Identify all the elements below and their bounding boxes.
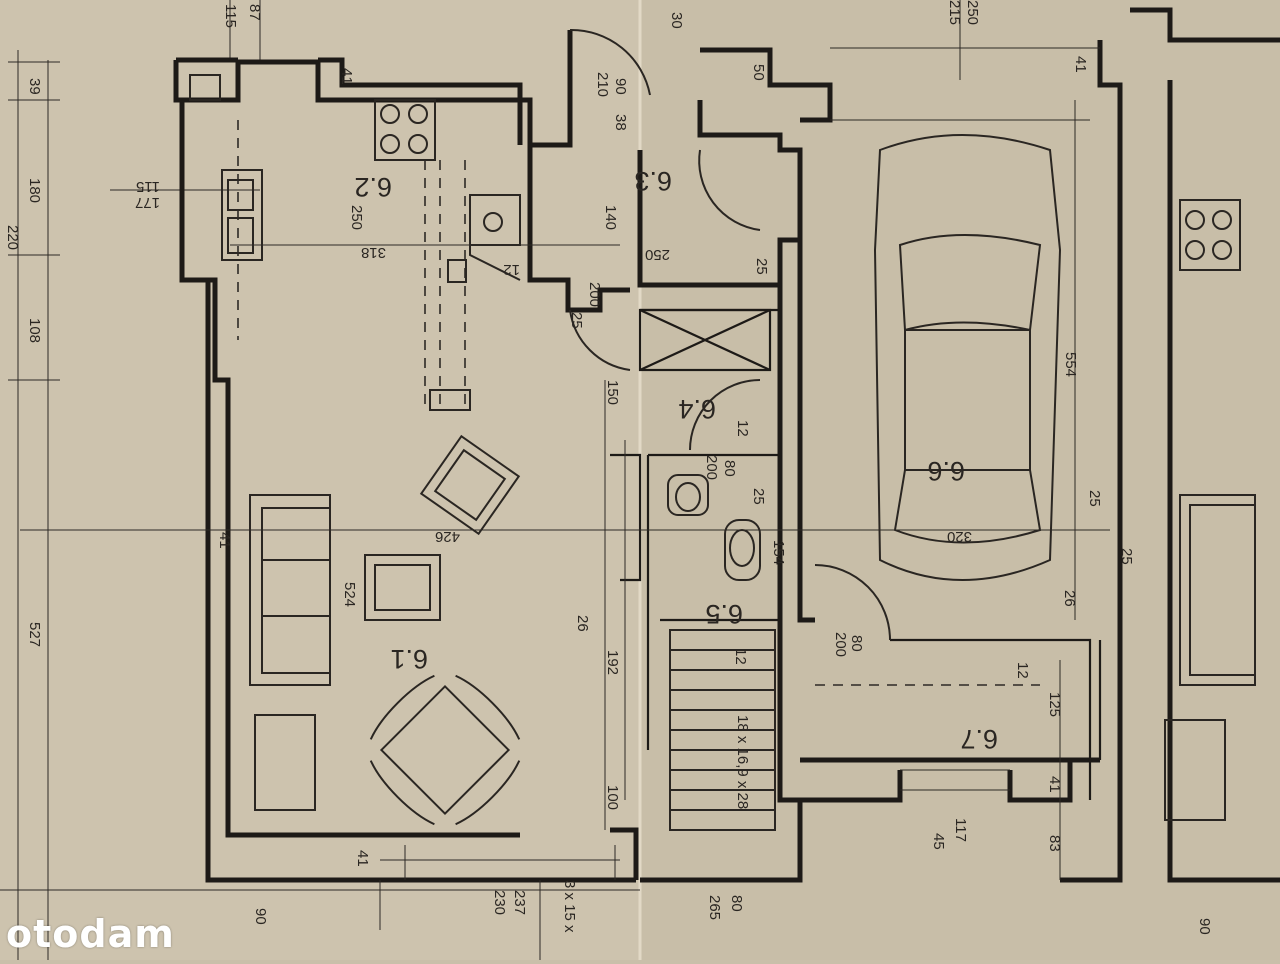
dim-115-kitchen: 115 [136,178,160,195]
dim-25-r1: 25 [1086,490,1103,507]
dim-318: 318 [361,244,386,261]
dim-192: 192 [604,650,621,675]
dim-25-b: 25 [753,258,770,275]
dim-554: 554 [1062,352,1079,377]
dim-26: 26 [574,615,591,632]
dim-125: 125 [1046,692,1063,717]
room-label-6-5: 6.5 [705,599,743,629]
dim-108: 108 [26,318,43,343]
dimension-labels: 87 115 39 180 108 527 220 41 41 115 177 … [4,0,1213,935]
dim-83: 83 [1046,835,1063,852]
dim-stairs: 18 x 16,9 x 28 [734,715,751,809]
dim-154: 154 [770,540,787,565]
dim-26-r: 26 [1061,590,1078,607]
dim-80-bottom: 80 [728,895,745,912]
dim-25-door: 25 [568,312,585,329]
dim-210: 210 [594,72,611,97]
dim-200: 200 [586,282,603,307]
otodam-watermark-logo: otodam [6,912,175,956]
dim-177: 177 [135,194,160,211]
door-swings [569,28,891,641]
dim-25-wc: 25 [750,488,767,505]
dim-41-right: 41 [1072,56,1089,73]
dim-50: 50 [750,64,767,81]
living-furniture [249,434,521,826]
dim-30: 30 [668,12,685,29]
dim-38: 38 [612,114,629,131]
dim-215: 215 [946,0,963,25]
dim-39: 39 [26,78,43,95]
dim-117: 117 [952,818,969,842]
dim-90-left: 90 [252,908,269,925]
dim-180: 180 [26,178,43,203]
dim-426: 426 [435,528,460,545]
left-dimension-lines [0,0,640,960]
kitchen-furniture [189,74,521,411]
staircase [669,629,776,831]
dim-90-right: 90 [1196,918,1213,935]
dim-12-c: 12 [732,648,749,665]
dim-90: 90 [612,78,629,95]
room-label-6-1: 6.1 [390,644,428,674]
dim-80-garage: 80 [848,635,865,652]
dim-265: 265 [706,895,723,920]
dim-12-b: 12 [734,420,751,437]
dim-140: 140 [602,205,619,230]
dim-12-kitchen: 12 [503,261,520,278]
dim-150: 150 [604,380,621,405]
paper-left-half [0,0,640,960]
room-label-6-6: 6.6 [927,456,965,486]
dim-524: 524 [341,582,358,607]
dim-320: 320 [947,528,972,545]
dim-41-bottom: 41 [354,850,371,867]
room-labels: 6.1 6.2 6.3 6.4 6.5 6.6 6.7 [354,166,998,754]
dim-250-hall: 250 [645,246,670,263]
room-label-6-3: 6.3 [634,166,672,196]
dim-200-garage: 200 [832,632,849,657]
dim-230: 230 [491,890,508,915]
bathroom-fixtures [667,474,761,581]
dim-41-kitchen: 41 [338,68,355,85]
room-label-6-7: 6.7 [960,724,998,754]
dim-41-garage: 41 [1046,776,1063,793]
dim-237: 237 [511,890,528,915]
dim-250-kitchen: 250 [348,205,365,230]
garage-walls [697,7,1280,883]
dim-87: 87 [246,4,263,21]
room-label-6-4: 6.4 [678,394,716,424]
dim-45: 45 [930,833,947,850]
dim-527: 527 [26,622,43,647]
dim-115-top: 115 [222,4,239,28]
room-label-6-2: 6.2 [354,172,392,202]
dim-25-r2: 25 [1118,548,1135,565]
dim-250-top: 250 [964,0,981,25]
dim-80-wc: 80 [721,460,738,477]
reference-lines [205,0,1110,960]
dim-3x15: 3 x 15 x [561,880,578,933]
dim-200-wc: 200 [703,455,720,480]
neighbor-unit-fixtures [1164,199,1256,821]
dim-100: 100 [604,785,621,810]
dim-41-left: 41 [216,532,233,549]
dim-12-garage: 12 [1014,662,1031,679]
dim-220: 220 [4,225,21,250]
